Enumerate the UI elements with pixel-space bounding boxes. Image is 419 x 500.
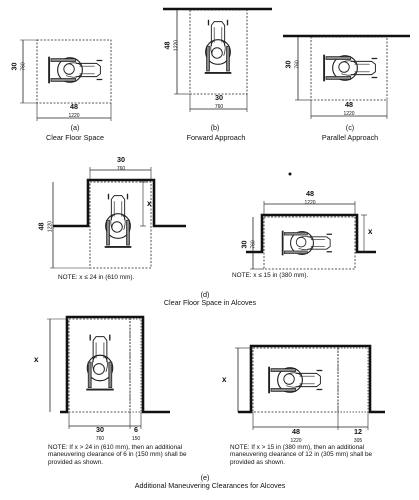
- figure-b-forward-approach: [163, 7, 272, 112]
- dim-value: 48: [162, 41, 172, 50]
- dim-mm: 1220: [173, 39, 180, 52]
- dim-value: 30: [283, 60, 293, 69]
- dim-mm: 1220: [343, 111, 355, 117]
- dim-value: 30: [117, 155, 125, 164]
- note-e-left: NOTE: If x > 24 in (610 mm), then an add…: [48, 444, 187, 466]
- figure-d-left-alcove-forward: [50, 167, 186, 269]
- dim-mm: 760: [294, 60, 301, 69]
- dim-value: 48: [345, 100, 353, 109]
- figure-d-right-alcove-parallel: [246, 201, 376, 270]
- dim-value: 6: [134, 425, 138, 434]
- dim-value: 48: [36, 222, 46, 231]
- dim-c-horiz: 48 1220: [334, 101, 364, 118]
- dim-d-right-x: x: [368, 227, 373, 236]
- dim-a-horiz: 48 1220: [59, 103, 89, 120]
- note-d-left: NOTE: x ≤ 24 in (610 mm).: [58, 274, 135, 281]
- dim-mm: 760: [116, 166, 126, 172]
- dim-value: 30: [215, 93, 223, 102]
- caption-a: Clear Floor Space: [46, 133, 104, 142]
- caption-d: Clear Floor Space in Alcoves: [163, 298, 257, 307]
- label-d-letter: (d): [200, 290, 210, 299]
- dim-value: 48: [292, 427, 300, 436]
- dim-e-left-x: x: [34, 355, 39, 364]
- dim-mm: 1220: [68, 113, 80, 119]
- dim-mm: 1220: [304, 200, 316, 206]
- dim-e-right-width: 48 1220: [281, 428, 311, 445]
- note-d-right: NOTE: x ≤ 15 in (380 mm).: [232, 272, 309, 279]
- caption-b: Forward Approach: [186, 133, 246, 142]
- figure-e-right-additional-parallel: [235, 344, 385, 430]
- caption-e: Additional Maneuvering Clearances for Al…: [134, 481, 286, 490]
- dim-mm: 760: [20, 62, 27, 71]
- dim-d-right-width: 48 1220: [295, 190, 325, 207]
- dim-value: 30: [96, 425, 104, 434]
- dot-mark: [288, 172, 292, 176]
- dim-mm: 150: [131, 436, 141, 442]
- caption-c: Parallel Approach: [321, 133, 379, 142]
- dim-value: 48: [70, 102, 78, 111]
- note-e-right: NOTE: If x > 15 in (380 mm), then an add…: [230, 444, 373, 466]
- dim-value: 30: [9, 62, 19, 71]
- dim-mm: 760: [250, 240, 257, 249]
- dim-value: 48: [306, 189, 314, 198]
- dim-mm: 1220: [290, 438, 302, 444]
- label-c-letter: (c): [345, 123, 355, 132]
- dim-mm: 760: [95, 436, 105, 442]
- dim-mm: 1220: [47, 220, 54, 233]
- dim-mm: 305: [353, 438, 363, 444]
- dim-d-left-x: x: [147, 199, 152, 208]
- figure-a-clear-floor-space: [20, 39, 112, 121]
- label-e-letter: (e): [200, 473, 210, 482]
- label-b-letter: (b): [210, 123, 220, 132]
- dim-value: 12: [354, 427, 362, 436]
- dim-mm: 760: [214, 104, 224, 110]
- dim-e-right-x: x: [222, 375, 227, 384]
- label-a-letter: (a): [70, 123, 80, 132]
- dim-value: 30: [239, 240, 249, 249]
- figure-e-left-additional-forward: [47, 315, 170, 429]
- figure-c-parallel-approach: [283, 34, 410, 119]
